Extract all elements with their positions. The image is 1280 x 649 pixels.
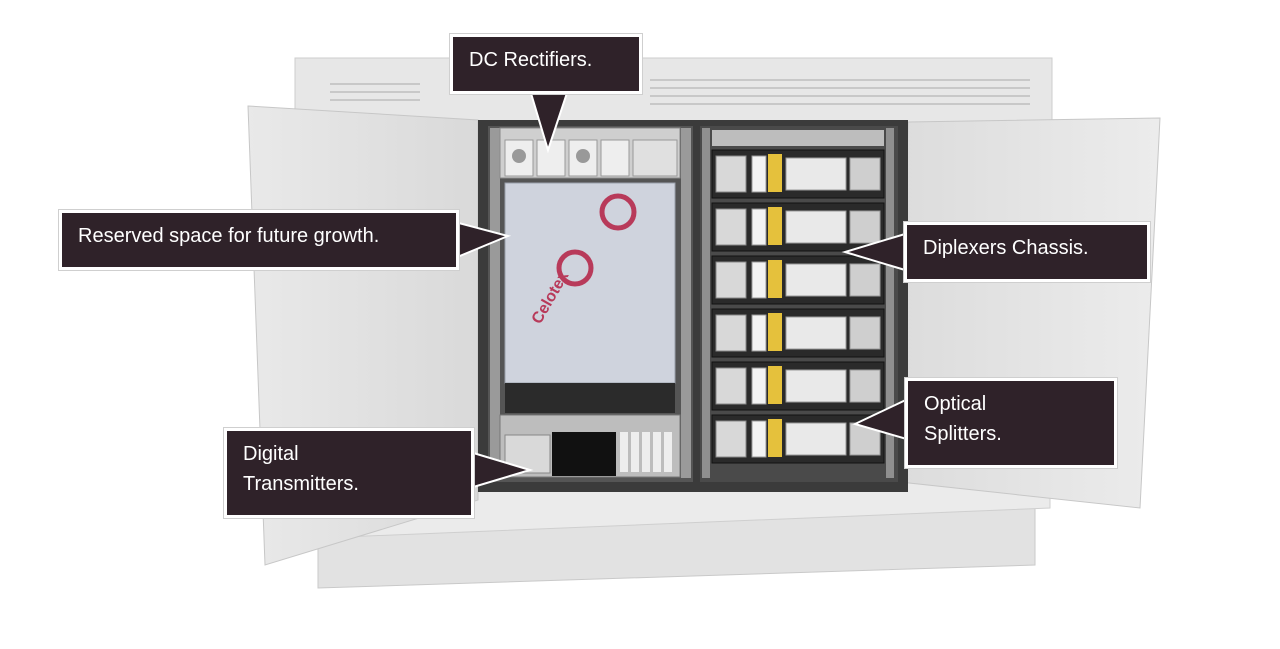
cabinet-top [294,57,1053,123]
callout-digital-transmitters: Digital Transmitters. [224,428,474,518]
callout-digital-transmitters-line2: Transmitters. [243,473,359,495]
diplexer-chassis [711,308,885,358]
diplexer-chassis [711,202,885,252]
callout-diplexers-chassis: Diplexers Chassis. [904,222,1150,282]
digital-transmitter-shelf [499,414,681,478]
callout-optical-splitters: Optical Splitters. [905,378,1117,468]
diplexer-chassis [711,149,885,199]
diplexer-chassis-stack [711,149,885,464]
left-rack-bay: Celotex [488,126,693,482]
reserved-space-board: Celotex [504,182,676,384]
diplexer-chassis [711,361,885,411]
callout-dc-rectifiers-text: DC Rectifiers. [469,49,593,71]
callout-optical-splitters-line1: Optical [924,393,987,415]
callout-reserved-space-text: Reserved space for future growth. [78,225,380,247]
callout-pointers [454,89,911,490]
callout-reserved-space: Reserved space for future growth. [59,210,459,270]
vent-slots [330,79,1030,105]
callout-diplexers-chassis-text: Diplexers Chassis. [923,237,1089,259]
dc-rectifier-shelf [499,127,681,179]
diplexer-chassis [711,255,885,305]
callout-dc-rectifiers: DC Rectifiers. [450,34,642,94]
callout-digital-transmitters-line1: Digital [243,443,299,465]
callout-optical-splitters-line2: Splitters. [924,423,1002,445]
